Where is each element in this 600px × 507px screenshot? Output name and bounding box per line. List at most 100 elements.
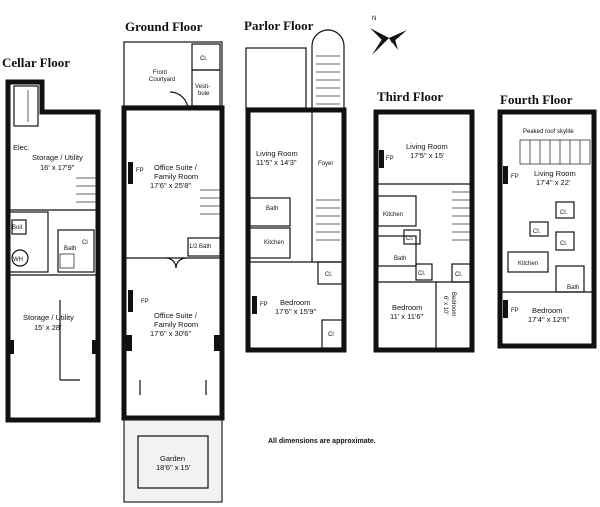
skylite bbox=[519, 139, 591, 165]
vestibule-label-2: bule bbox=[198, 91, 210, 97]
parlor-floor-title: Parlor Floor bbox=[244, 18, 314, 33]
fourth-fp-1: FP bbox=[511, 174, 519, 180]
parlor-kitchen bbox=[249, 227, 291, 259]
parlor-living-dim: 11'5" x 14'3" bbox=[256, 158, 297, 167]
ground-stairs bbox=[200, 189, 220, 215]
ground-office1-name-1: Office Suite / bbox=[154, 163, 198, 172]
fourth-bedroom-dim: 17'4" x 12'6" bbox=[528, 315, 569, 324]
compass: N bbox=[370, 16, 407, 55]
ground-cl-label: Cl. bbox=[200, 56, 208, 62]
parlor-fp: FP bbox=[260, 302, 268, 308]
third-bath bbox=[377, 235, 417, 267]
water-heater bbox=[11, 249, 29, 267]
compass-n-label: N bbox=[372, 16, 376, 22]
cellar-outer-wall bbox=[5, 79, 101, 423]
parlor-bedroom-name: Bedroom bbox=[280, 298, 310, 307]
parlor-living-name: Living Room bbox=[256, 149, 298, 158]
third-kitchen bbox=[377, 195, 417, 227]
front-courtyard-label-1: Front bbox=[153, 70, 167, 76]
parlor-cl-2: Cl bbox=[328, 332, 334, 338]
cellar-wh-label: WH bbox=[13, 257, 23, 263]
cellar-storage-top-name: Storage / Utility bbox=[32, 153, 83, 162]
half-bath bbox=[187, 237, 221, 257]
fourth-kitchen-label: Kitchen bbox=[518, 261, 538, 267]
third-cl-3: Cl. bbox=[455, 272, 463, 278]
dimensions-note: All dimensions are approximate. bbox=[268, 438, 376, 445]
third-floor: Third Floor Living Room 17'5" x 15' FP K… bbox=[373, 89, 475, 353]
ground-floor: Ground Floor Front Courtyard Cl. Vesti- … bbox=[121, 19, 225, 503]
third-cl-2: Cl. bbox=[418, 271, 426, 277]
fourth-bath-label: Bath bbox=[567, 285, 579, 291]
fourth-bedroom-name: Bedroom bbox=[532, 306, 562, 315]
fourth-cl-1: Cl. bbox=[560, 210, 568, 216]
fourth-closet-3 bbox=[555, 231, 575, 251]
ground-fp-1: FP bbox=[136, 168, 144, 174]
half-bath-label: 1/2 Bath bbox=[189, 244, 211, 250]
fourth-cl-3: Cl. bbox=[560, 241, 568, 247]
third-bedroom-dim: 11' x 11'6" bbox=[390, 312, 424, 321]
cellar-stairs bbox=[76, 177, 96, 203]
third-living-dim: 17'5" x 15' bbox=[410, 151, 445, 160]
fourth-fp-2: FP bbox=[511, 308, 519, 314]
third-stairs bbox=[452, 191, 470, 241]
boiler bbox=[11, 219, 27, 235]
cellar-storage-bottom-dim: 15' x 28' bbox=[34, 323, 62, 332]
ground-office2-dim: 17'6" x 30'6" bbox=[150, 329, 191, 338]
ground-fp-2: FP bbox=[141, 299, 149, 305]
ground-office1-dim: 17'6" x 25'8" bbox=[150, 181, 191, 190]
cellar-bath bbox=[57, 229, 95, 273]
parlor-bath bbox=[249, 197, 291, 227]
ground-office1-name-2: Family Room bbox=[154, 172, 198, 181]
parlor-floor: Parlor Floor Living Room 11'5" x 14'3" F… bbox=[244, 18, 347, 353]
third-bedroom2-name: Bedroom bbox=[450, 292, 456, 316]
cellar-bath-label: Bath bbox=[64, 246, 76, 252]
parlor-closet-2 bbox=[321, 319, 343, 349]
garden-dim: 18'6" x 15' bbox=[156, 463, 191, 472]
parlor-closet-1 bbox=[317, 261, 343, 285]
fourth-cl-2: Cl. bbox=[533, 229, 541, 235]
parlor-cl-1: Cl. bbox=[325, 272, 333, 278]
parlor-bath-label: Bath bbox=[266, 206, 278, 212]
third-bath-label: Bath bbox=[394, 256, 406, 262]
cellar-stair-area bbox=[13, 85, 39, 127]
ground-office2-name-1: Office Suite / bbox=[154, 311, 198, 320]
cellar-floor-title: Cellar Floor bbox=[2, 55, 70, 70]
front-courtyard-label-2: Courtyard bbox=[149, 77, 175, 83]
fourth-closet-2 bbox=[529, 221, 549, 237]
third-outer-wall bbox=[373, 109, 475, 353]
third-closet-2 bbox=[415, 263, 433, 281]
ground-floor-title: Ground Floor bbox=[125, 19, 203, 34]
fourth-closet-1 bbox=[555, 201, 575, 219]
ground-office2-name-2: Family Room bbox=[154, 320, 198, 329]
cellar-elec-label: Elec. bbox=[13, 143, 30, 152]
fourth-living-name: Living Room bbox=[534, 169, 576, 178]
skylite-label: Peaked roof skylite bbox=[523, 129, 574, 135]
fourth-living-dim: 17'4" x 22' bbox=[536, 178, 571, 187]
fourth-outer-wall bbox=[497, 109, 597, 349]
fourth-floor-title: Fourth Floor bbox=[500, 92, 573, 107]
cellar-boiler-room bbox=[7, 211, 49, 273]
vestibule-label-1: Vesti- bbox=[195, 84, 210, 90]
third-fp: FP bbox=[386, 156, 394, 162]
ground-outer-wall bbox=[121, 105, 225, 421]
fourth-floor: Fourth Floor Peaked roof skylite FP Livi… bbox=[497, 92, 597, 349]
third-bedroom-name: Bedroom bbox=[392, 303, 422, 312]
cellar-storage-bottom-name: Storage / Utility bbox=[23, 313, 74, 322]
third-cl-1: Cl. bbox=[406, 236, 414, 242]
third-closet-1 bbox=[403, 229, 421, 245]
third-floor-title: Third Floor bbox=[377, 89, 443, 104]
third-living-name: Living Room bbox=[406, 142, 448, 151]
parlor-bedroom-dim: 17'6" x 15'9" bbox=[275, 307, 316, 316]
cellar-floor: Cellar Floor Elec. Storage / Utility 16'… bbox=[2, 55, 101, 423]
cellar-cl-label: Cl bbox=[82, 240, 88, 246]
cellar-boil-label: Boil bbox=[12, 225, 22, 231]
stoop bbox=[311, 29, 345, 110]
parlor-front-area bbox=[245, 47, 307, 109]
parlor-stairs bbox=[316, 199, 340, 241]
parlor-foyer-label: Foyer bbox=[318, 161, 333, 167]
third-kitchen-label: Kitchen bbox=[383, 212, 403, 218]
parlor-kitchen-label: Kitchen bbox=[264, 240, 284, 246]
stoop-stairs bbox=[316, 55, 340, 105]
third-bedroom2-dim: 6' x 10' bbox=[442, 296, 448, 315]
